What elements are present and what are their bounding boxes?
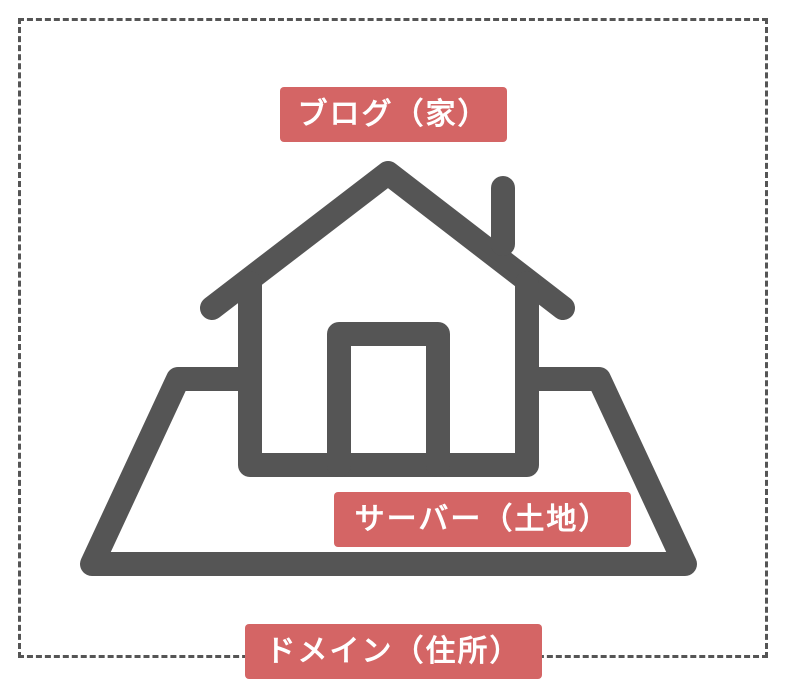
door-shape: [327, 322, 450, 477]
house-walls-shape: [238, 271, 539, 477]
blog-house-label: ブログ（家）: [280, 87, 507, 142]
land-plot-shape: [80, 367, 697, 576]
server-land-label: サーバー（土地）: [334, 492, 631, 547]
roof-shape: [200, 161, 575, 320]
domain-address-label: ドメイン（住所）: [245, 624, 542, 679]
